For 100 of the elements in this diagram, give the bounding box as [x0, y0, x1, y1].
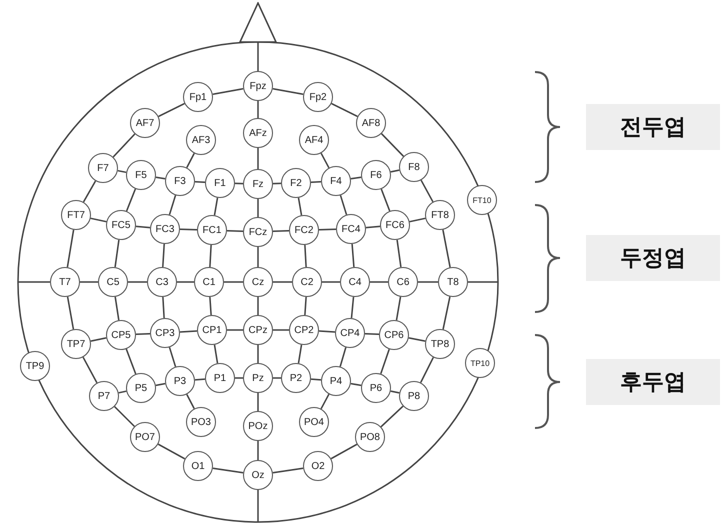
electrode-circle: FT10	[467, 185, 497, 215]
electrode-circle: FC1	[197, 215, 227, 245]
connecting-line	[418, 281, 438, 283]
connecting-line	[273, 377, 281, 379]
connecting-line	[351, 244, 355, 268]
connecting-line	[310, 180, 322, 184]
electrode-circle: T7	[50, 267, 80, 297]
connecting-line	[118, 170, 126, 174]
electrode-circle: F8	[399, 152, 429, 182]
electrode-circle: T8	[438, 267, 468, 297]
connecting-line	[90, 337, 106, 342]
connecting-line	[330, 444, 358, 460]
electrode-circle: TP9	[20, 351, 50, 381]
connecting-line	[272, 182, 282, 184]
connecting-line	[162, 244, 165, 268]
connecting-line	[304, 244, 307, 268]
connecting-line	[162, 296, 165, 318]
electrode-circle: AFz	[243, 118, 273, 148]
connecting-line	[136, 226, 150, 228]
electrode-circle: O2	[303, 451, 333, 481]
connecting-line	[380, 188, 390, 212]
connecting-line	[82, 180, 96, 202]
electrode-circle: C2	[292, 267, 322, 297]
connecting-line	[298, 344, 302, 364]
connecting-line	[390, 169, 400, 173]
connecting-line	[82, 356, 98, 384]
electrode-circle: PO4	[299, 407, 329, 437]
electrode-circle: F4	[321, 166, 351, 196]
electrode-circle: Fp1	[183, 82, 213, 112]
connecting-line	[194, 180, 206, 184]
connecting-line	[126, 348, 136, 374]
connecting-line	[364, 332, 380, 336]
connecting-line	[224, 281, 243, 283]
connecting-line	[112, 133, 136, 158]
connecting-line	[227, 329, 243, 331]
connecting-line	[257, 247, 259, 267]
electrode-circle: F1	[205, 168, 235, 198]
connecting-line	[380, 348, 390, 374]
electrode-circle: P8	[399, 381, 429, 411]
connecting-line	[318, 228, 336, 230]
connecting-line	[380, 406, 404, 428]
connecting-line	[272, 88, 304, 96]
electrode-circle: F7	[88, 153, 118, 183]
connecting-line	[257, 345, 259, 363]
connecting-line	[66, 230, 74, 268]
electrode-circle: PO7	[130, 422, 160, 452]
connecting-line	[350, 176, 362, 180]
connecting-line	[442, 296, 451, 330]
electrode-circle: C1	[194, 267, 224, 297]
region-label: 두정엽	[586, 235, 720, 281]
connecting-line	[408, 337, 426, 342]
connecting-line	[409, 218, 426, 222]
connecting-line	[257, 148, 259, 169]
electrode-circle: FC4	[336, 214, 366, 244]
connecting-line	[304, 296, 307, 316]
electrode-circle: P1	[205, 363, 235, 393]
electrode-circle: CP1	[197, 315, 227, 345]
connecting-line	[212, 88, 244, 96]
connecting-line	[257, 490, 259, 522]
connecting-line	[320, 394, 330, 410]
electrode-circle: Cz	[243, 267, 273, 297]
connecting-line	[168, 195, 176, 215]
electrode-circle: FC6	[380, 210, 410, 240]
connecting-line	[114, 406, 135, 427]
electrode-circle: P5	[126, 373, 156, 403]
electrode-circle: CP4	[335, 318, 365, 348]
connecting-line	[420, 180, 434, 202]
connecting-line	[370, 281, 388, 283]
electrode-circle: F3	[165, 166, 195, 196]
connecting-line	[136, 332, 150, 336]
connecting-line	[209, 244, 212, 268]
connecting-line	[257, 441, 259, 460]
electrode-circle: TP7	[61, 329, 91, 359]
connecting-line	[180, 330, 198, 333]
electrode-circle: FT8	[425, 200, 455, 230]
electrode-circle: P4	[321, 366, 351, 396]
connecting-line	[350, 382, 362, 386]
electrode-circle: FT7	[61, 200, 91, 230]
connecting-line	[226, 230, 244, 232]
electrode-circle: Oz	[243, 460, 273, 490]
connecting-line	[168, 347, 176, 367]
connecting-line	[80, 281, 98, 283]
electrode-circle: AF3	[186, 125, 216, 155]
connecting-line	[318, 330, 336, 333]
region-label: 전두엽	[586, 104, 720, 150]
electrode-circle: Fp2	[303, 82, 333, 112]
electrode-circle: CP5	[106, 320, 136, 350]
electrode-circle: FC5	[106, 210, 136, 240]
nose-triangle	[239, 2, 277, 43]
connecting-line	[66, 296, 74, 330]
region-label: 후두엽	[586, 359, 720, 405]
electrode-circle: C4	[340, 267, 370, 297]
electrode-circle: C3	[147, 267, 177, 297]
connecting-line	[320, 152, 330, 168]
connecting-line	[235, 377, 243, 379]
electrode-circle: P7	[89, 381, 119, 411]
connecting-line	[209, 296, 212, 316]
electrode-circle: TP10	[465, 348, 495, 378]
connecting-line	[180, 228, 198, 230]
connecting-line	[257, 393, 259, 411]
